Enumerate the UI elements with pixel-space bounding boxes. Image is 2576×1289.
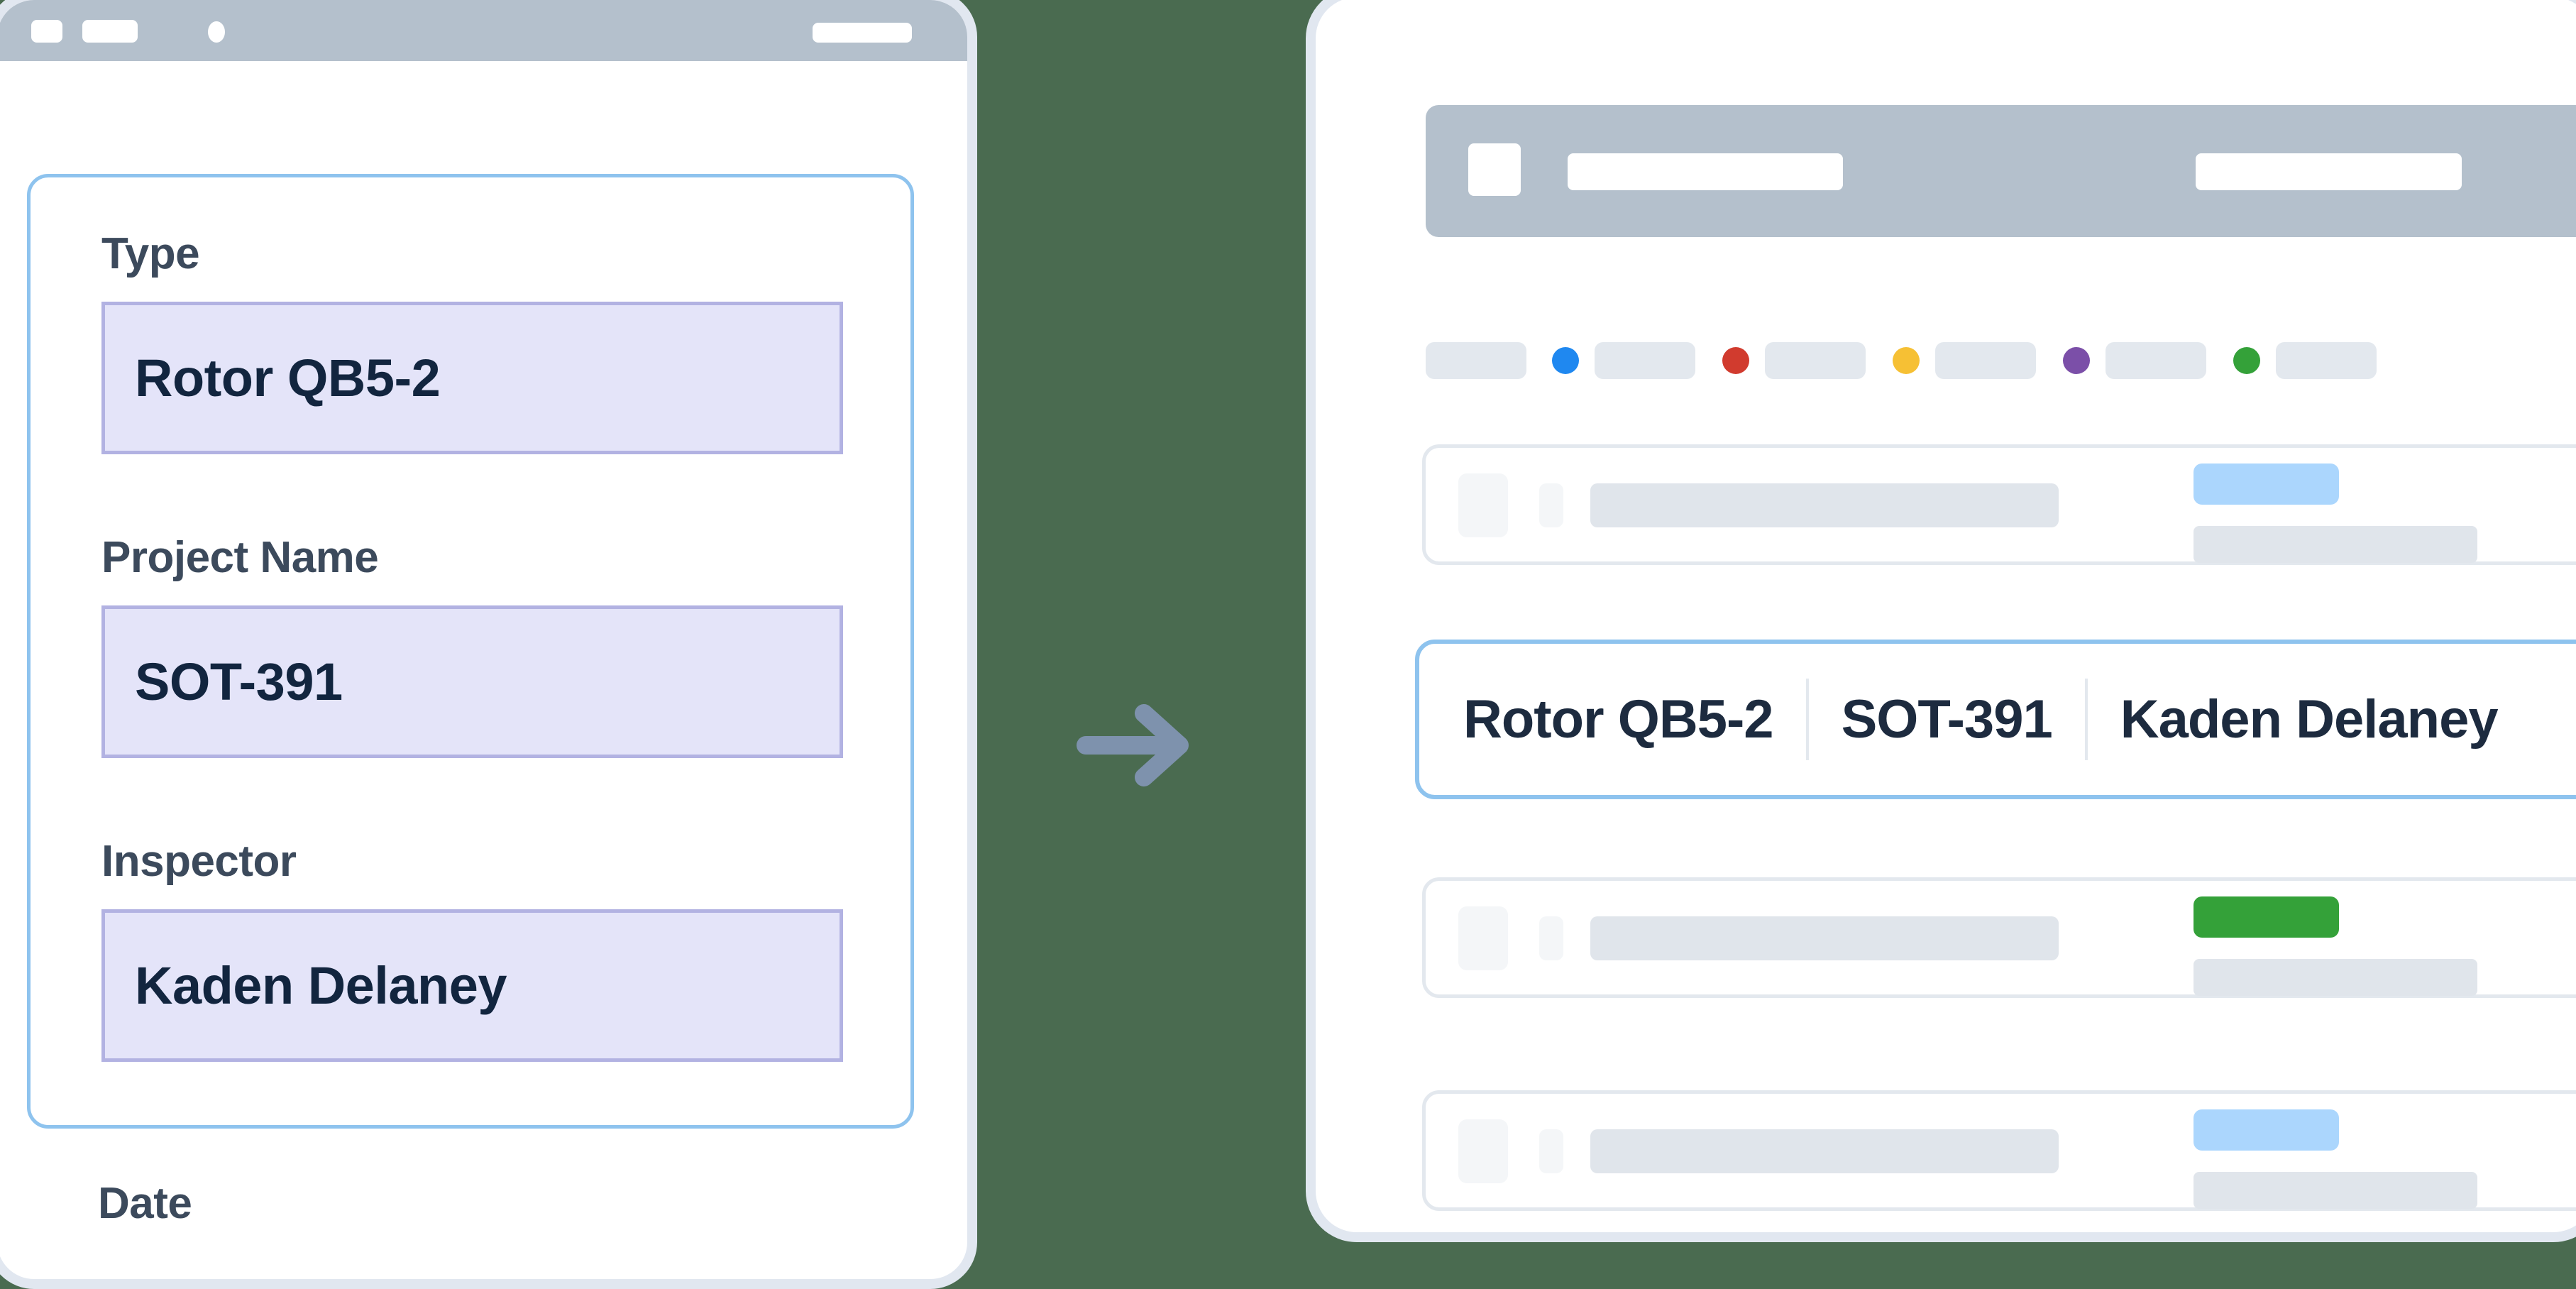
row-marker-placeholder [1539,1129,1563,1173]
action-pill[interactable] [813,23,912,43]
camera-dot-icon [208,21,225,43]
row-text-placeholder [1590,483,2059,527]
field-type: Type Rotor QB5-2 [101,232,843,454]
desktop-mockup: Rotor QB5-2 SOT-391 Kaden Delaney [1306,0,2576,1242]
row-cell-inspector: Kaden Delaney [2120,689,2499,750]
input-inspector[interactable]: Kaden Delaney [101,909,843,1062]
legend-dot-yellow [1893,347,1920,374]
status-badge [2194,1109,2339,1151]
legend-dot-blue [1552,347,1579,374]
input-project-name[interactable]: SOT-391 [101,605,843,758]
app-square-icon[interactable] [1468,143,1521,196]
field-label-inspector: Inspector [101,837,297,886]
app-header [1426,105,2576,237]
cell-divider [2084,679,2088,760]
form-card: Type Rotor QB5-2 Project Name SOT-391 In… [27,174,914,1129]
field-label-date: Date [98,1179,192,1228]
title-placeholder [1568,153,1843,190]
menu-square-icon[interactable] [31,20,62,43]
legend-chip [1935,342,2036,379]
legend-row [1426,338,2576,388]
status-badge [2194,464,2339,505]
input-type[interactable]: Rotor QB5-2 [101,302,843,454]
legend-dot-purple [2063,347,2090,374]
row-avatar-placeholder [1458,1119,1508,1183]
status-badge [2194,896,2339,938]
phone-topbar [0,0,967,61]
table-row[interactable] [1422,444,2576,565]
field-project-name: Project Name SOT-391 [101,536,843,758]
legend-chip [1426,342,1526,379]
row-subtext-placeholder [2194,1172,2477,1209]
row-cell-project-name: SOT-391 [1841,689,2053,750]
row-subtext-placeholder [2194,959,2477,996]
phone-mockup: Type Rotor QB5-2 Project Name SOT-391 In… [0,0,977,1289]
action-placeholder[interactable] [2196,153,2462,190]
row-marker-placeholder [1539,483,1563,527]
legend-chip [2106,342,2206,379]
row-cell-type: Rotor QB5-2 [1463,689,1774,750]
legend-dot-green [2233,347,2260,374]
row-text-placeholder [1590,1129,2059,1173]
legend-chip [1765,342,1866,379]
table-row[interactable] [1422,877,2576,998]
legend-chip [1595,342,1695,379]
table-row-highlighted[interactable]: Rotor QB5-2 SOT-391 Kaden Delaney [1415,640,2576,799]
cell-divider [1805,679,1809,760]
field-label-type: Type [101,229,200,278]
row-text-placeholder [1590,916,2059,960]
row-avatar-placeholder [1458,473,1508,537]
row-avatar-placeholder [1458,906,1508,970]
legend-chip [2276,342,2377,379]
field-inspector: Inspector Kaden Delaney [101,840,843,1062]
legend-dot-red [1722,347,1749,374]
row-marker-placeholder [1539,916,1563,960]
field-label-project-name: Project Name [101,533,379,582]
arrow-right-icon [1064,699,1213,791]
row-subtext-placeholder [2194,526,2477,563]
title-pill [82,20,138,43]
table-row[interactable] [1422,1090,2576,1211]
